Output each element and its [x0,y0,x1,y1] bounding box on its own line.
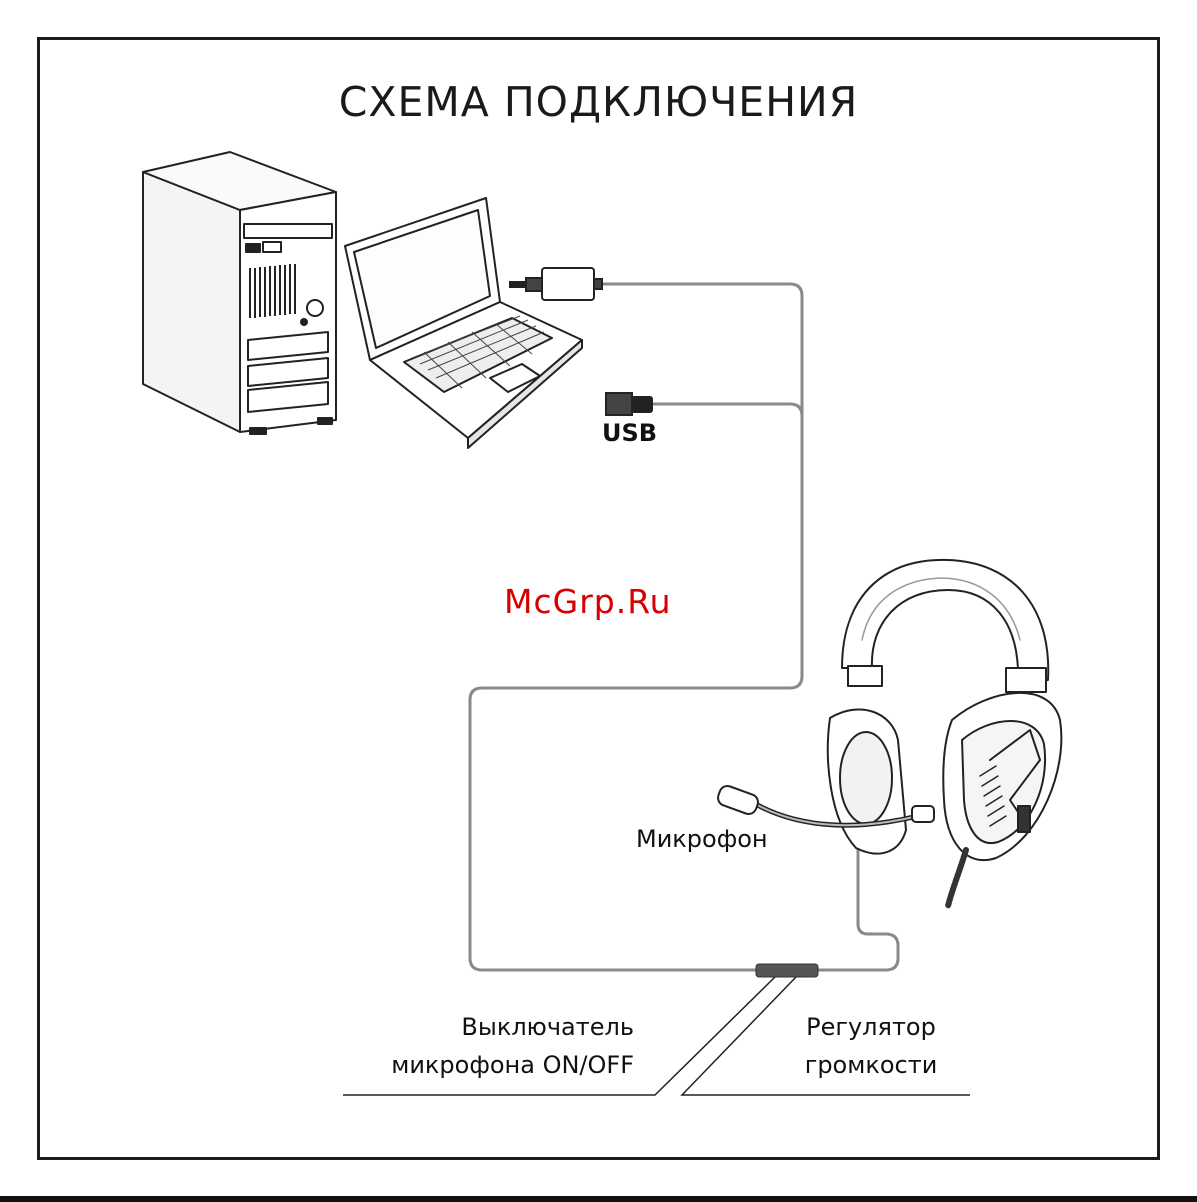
mic-switch-label: Выключатель микрофона ON/OFF [300,1008,634,1084]
laptop-icon [345,198,582,448]
usb-label: USB [602,414,657,452]
volume-label-line2: громкости [786,1046,956,1084]
desktop-tower-icon [143,152,336,434]
volume-label-line1: Регулятор [786,1008,956,1046]
microphone-label: Микрофон [636,820,768,858]
audio-jack-icon [510,268,602,300]
mic-switch-label-line1: Выключатель [300,1008,634,1046]
mic-switch-label-line2: микрофона ON/OFF [300,1046,634,1084]
inline-control-unit [756,964,818,977]
usb-plug-icon [606,393,652,415]
volume-control-label: Регулятор громкости [786,1008,956,1084]
watermark: McGrp.Ru [504,582,672,621]
